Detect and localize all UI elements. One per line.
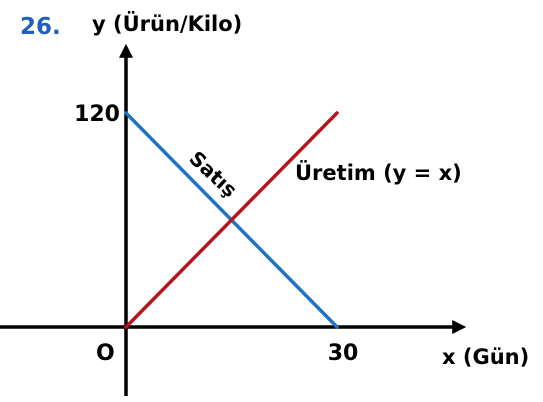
x-tick-label-30: 30 bbox=[328, 341, 359, 366]
y-axis-label: y (Ürün/Kilo) bbox=[92, 11, 242, 36]
sales-series-label: Satış bbox=[185, 146, 242, 202]
production-series-line bbox=[124, 111, 339, 329]
y-tick-label-120: 120 bbox=[74, 102, 120, 127]
problem-number: 26. bbox=[20, 14, 61, 40]
origin-label: O bbox=[96, 341, 115, 366]
x-axis-label: x (Gün) bbox=[442, 345, 529, 369]
production-series-label: Üretim (y = x) bbox=[295, 160, 462, 185]
